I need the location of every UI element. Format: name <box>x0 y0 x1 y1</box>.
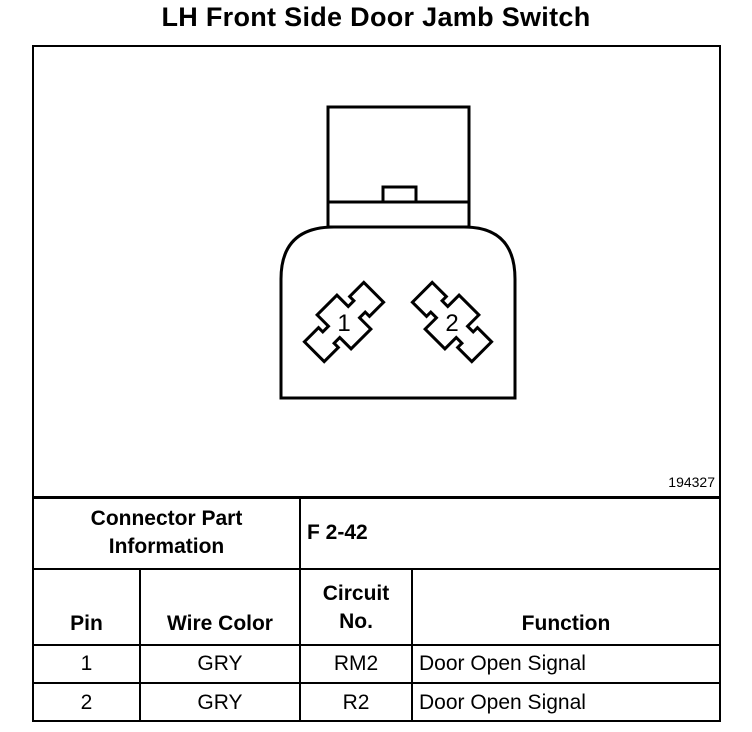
table-row: 1 GRY RM2 Door Open Signal <box>34 643 720 684</box>
connector-info-row: Connector Part Information F 2-42 <box>34 496 720 570</box>
connector-housing <box>279 225 517 400</box>
header-pin: Pin <box>34 567 141 646</box>
pin-label-1: 1 <box>337 310 350 337</box>
table-header-row: Pin Wire Color Circuit No. Function <box>34 567 720 646</box>
row-pin: 1 <box>34 643 141 684</box>
row-pin: 2 <box>34 681 141 722</box>
connector-info-value: F 2-42 <box>298 496 720 570</box>
figure-id: 194327 <box>668 474 715 490</box>
terminal-cavity-1 <box>302 280 386 364</box>
connector-latch-tab <box>381 185 418 204</box>
table-row: 2 GRY R2 Door Open Signal <box>34 681 720 722</box>
header-circuit: Circuit No. <box>299 567 413 646</box>
header-wire-color: Wire Color <box>139 567 301 646</box>
row-circuit: R2 <box>299 681 413 722</box>
connector-info-label: Connector Part Information <box>34 496 301 570</box>
row-function: Door Open Signal <box>410 643 720 684</box>
page-title: LH Front Side Door Jamb Switch <box>161 2 591 32</box>
pin-label-2: 2 <box>445 310 458 337</box>
row-circuit: RM2 <box>299 643 413 684</box>
connector-latch-body <box>326 105 471 229</box>
row-wire-color: GRY <box>139 681 301 722</box>
header-function: Function <box>410 567 720 646</box>
row-function: Door Open Signal <box>410 681 720 722</box>
connector-diagram: 1 2 <box>279 105 517 400</box>
terminal-cavity-2 <box>410 280 494 364</box>
diagram-frame: 1 2 194327 Connector Part Information F … <box>32 45 721 722</box>
connector-table: Connector Part Information F 2-42 Pin Wi… <box>34 496 720 722</box>
row-wire-color: GRY <box>139 643 301 684</box>
